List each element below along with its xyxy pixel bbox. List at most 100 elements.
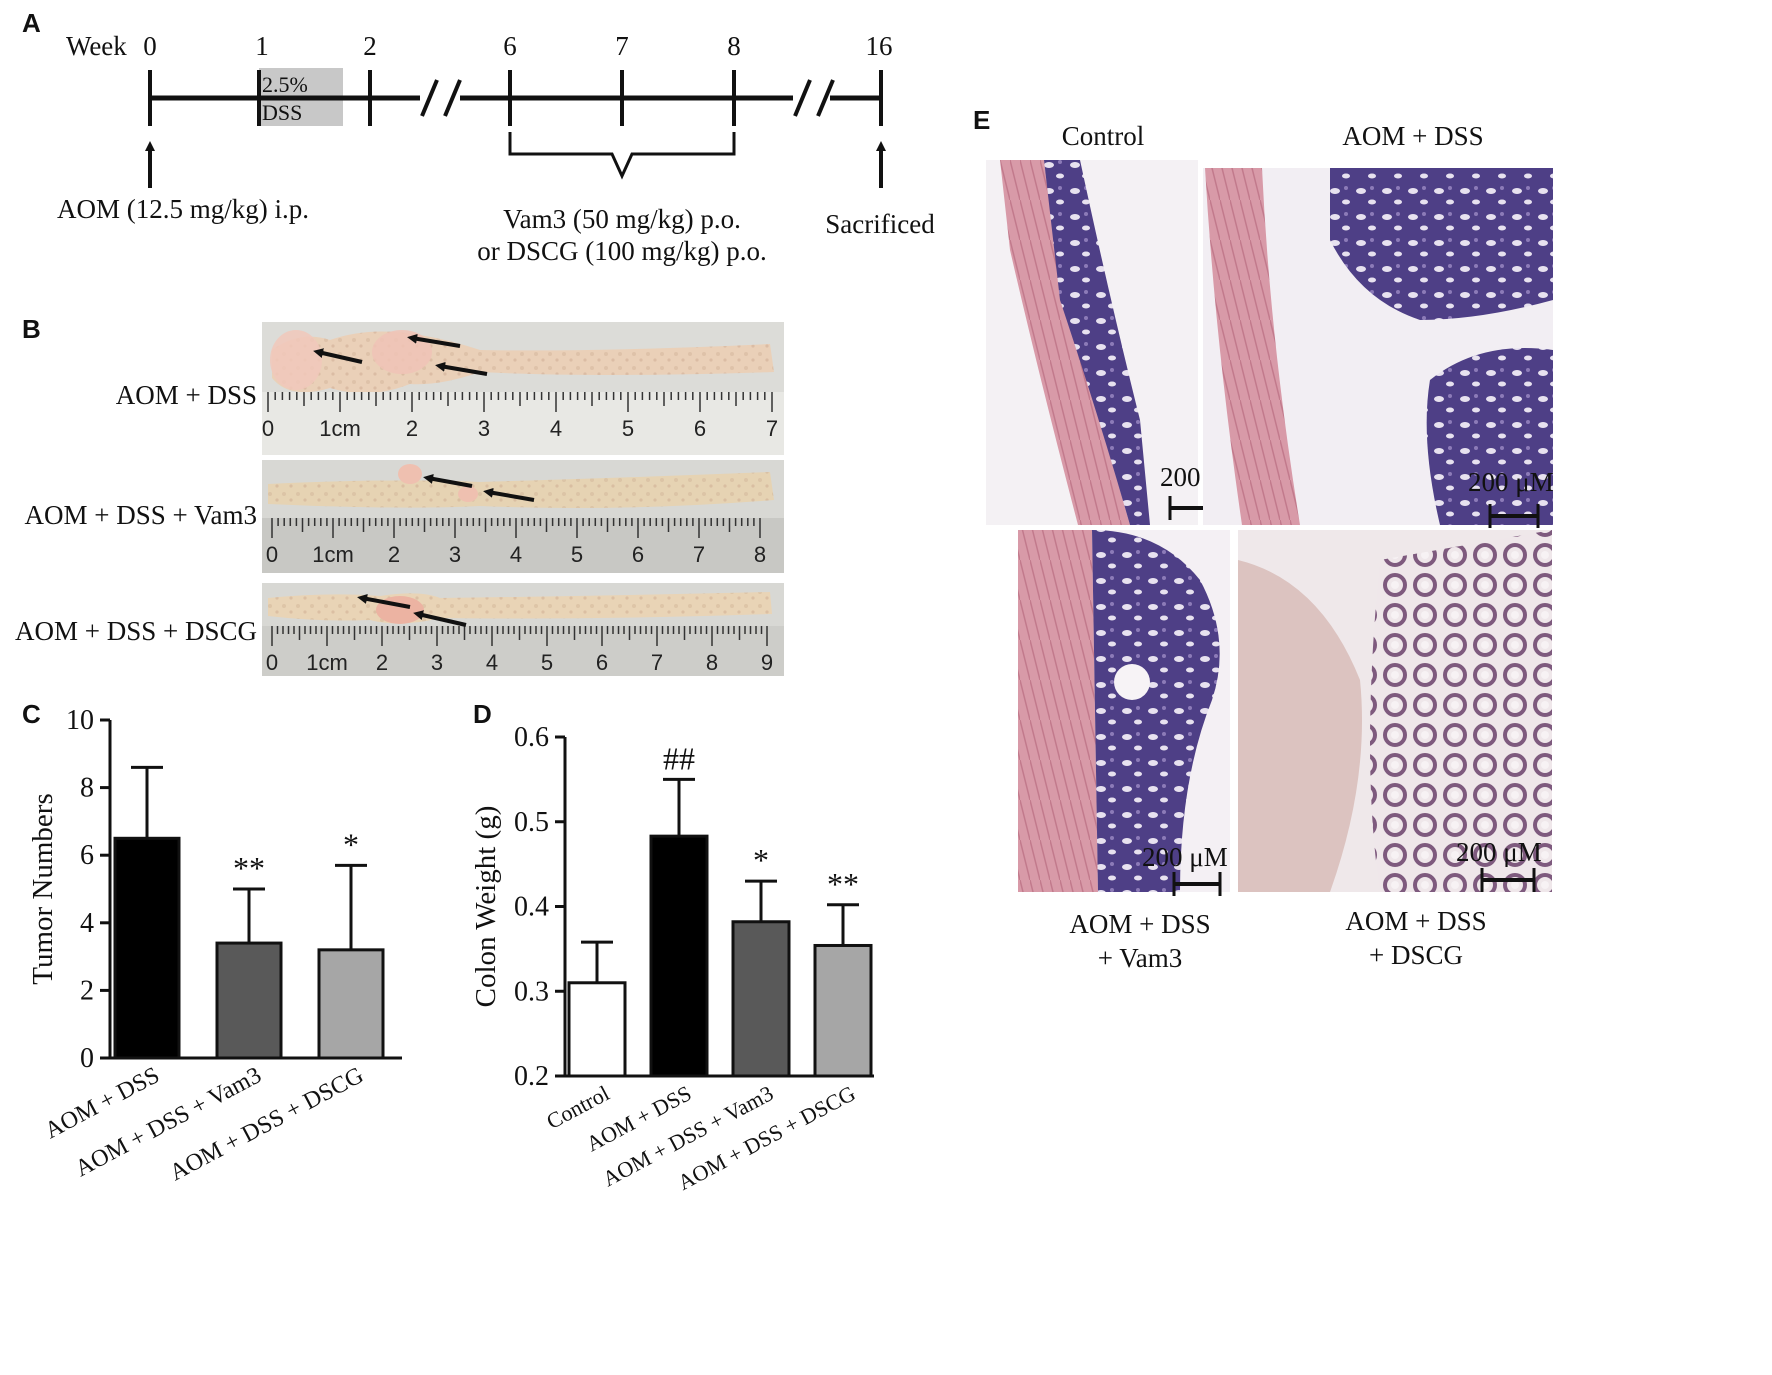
scale-bar-label: 200 μM bbox=[1468, 467, 1554, 497]
panel-e: E Control AOM + DSS 200 μM 200 μM bbox=[973, 105, 1554, 973]
panel-d-letter: D bbox=[473, 699, 492, 729]
mucosa-layer bbox=[1092, 530, 1220, 892]
week-label: 6 bbox=[503, 31, 517, 61]
muscle-layer bbox=[1238, 560, 1362, 892]
significance-mark: ** bbox=[233, 850, 265, 886]
ruler-label: 6 bbox=[632, 542, 644, 567]
micrograph-aom-dss-vam3: 200 μM bbox=[1018, 530, 1230, 896]
micrograph-control: 200 μM bbox=[986, 160, 1246, 525]
histology-title-aom-dss: AOM + DSS bbox=[1342, 121, 1483, 151]
ruler-label: 4 bbox=[510, 542, 522, 567]
ruler-label: 8 bbox=[706, 650, 718, 675]
week-label: 0 bbox=[143, 31, 157, 61]
bar bbox=[113, 836, 181, 1060]
panel-b-letter: B bbox=[22, 314, 41, 344]
tumor-nodule bbox=[458, 486, 478, 502]
lumen bbox=[1114, 664, 1150, 700]
tumor-arrow bbox=[435, 361, 488, 376]
ruler-label: 3 bbox=[431, 650, 443, 675]
micrograph-aom-dss-dscg: 200 μM bbox=[1238, 530, 1552, 892]
tumor-mass bbox=[1330, 168, 1553, 320]
tumor-nodule bbox=[270, 330, 322, 390]
week-label: 7 bbox=[615, 31, 629, 61]
tumor-arrow bbox=[483, 487, 535, 502]
category-label: AOM + DSS + DSCG bbox=[166, 1062, 368, 1186]
ruler-label: 2 bbox=[406, 416, 418, 441]
bar bbox=[813, 943, 873, 1078]
micrograph-aom-dss: 200 μM bbox=[1203, 168, 1554, 528]
mucosa-layer bbox=[1044, 160, 1150, 525]
dss-box-line1: 2.5% bbox=[262, 72, 308, 97]
significance-mark: * bbox=[343, 826, 359, 862]
muscle-layer bbox=[1000, 160, 1130, 525]
tumor-nodule bbox=[398, 464, 422, 484]
histology-title-dscg-line2: + DSCG bbox=[1369, 940, 1463, 970]
tumor-mass bbox=[1426, 348, 1553, 525]
tumor-arrow bbox=[423, 473, 473, 488]
axis-break-marks bbox=[420, 79, 835, 117]
significance-mark: ## bbox=[663, 740, 695, 776]
tumor-arrow bbox=[313, 348, 363, 364]
ruler-label: 5 bbox=[571, 542, 583, 567]
ruler-label: 9 bbox=[761, 650, 773, 675]
week-label: 16 bbox=[866, 31, 893, 61]
histology-title-vam3-line2: + Vam3 bbox=[1098, 943, 1182, 973]
scale-bar-label: 200 μM bbox=[1456, 837, 1542, 867]
ruler-label: 7 bbox=[651, 650, 663, 675]
ruler bbox=[262, 518, 784, 573]
ruler-label: 3 bbox=[478, 416, 490, 441]
y-tick-label: 0.3 bbox=[514, 976, 549, 1007]
ruler-label: 3 bbox=[449, 542, 461, 567]
y-tick-label: 6 bbox=[80, 840, 94, 871]
dss-box-line2: DSS bbox=[262, 100, 302, 125]
tumor-arrow bbox=[407, 333, 461, 348]
y-tick-label: 8 bbox=[80, 773, 94, 804]
histology-title-control: Control bbox=[1062, 121, 1145, 151]
histology-title-dscg-line1: AOM + DSS bbox=[1345, 906, 1486, 936]
tumor-arrow bbox=[413, 610, 467, 627]
week-axis-label: Week bbox=[66, 31, 127, 61]
y-tick-label: 0.4 bbox=[514, 892, 549, 923]
ruler-label: 7 bbox=[766, 416, 778, 441]
y-tick-label: 0.6 bbox=[514, 722, 549, 753]
y-tick-label: 2 bbox=[80, 975, 94, 1006]
dscg-dose-label: or DSCG (100 mg/kg) p.o. bbox=[477, 236, 767, 266]
aom-dose-label: AOM (12.5 mg/kg) i.p. bbox=[57, 194, 309, 224]
ruler-label: 5 bbox=[622, 416, 634, 441]
significance-mark: * bbox=[753, 842, 769, 878]
row-label-aom-dss-vam3: AOM + DSS + Vam3 bbox=[25, 500, 258, 530]
week-ticks bbox=[148, 70, 883, 126]
y-tick-label: 0.2 bbox=[514, 1061, 549, 1092]
y-tick-label: 10 bbox=[66, 705, 94, 736]
ruler-label: 1cm bbox=[319, 416, 361, 441]
ruler bbox=[262, 392, 784, 455]
scale-bar-label: 200 μM bbox=[1142, 842, 1228, 872]
ruler-label: 0 bbox=[262, 416, 274, 441]
y-axis-label: Colon Weight (g) bbox=[470, 806, 502, 1008]
ruler-label: 6 bbox=[694, 416, 706, 441]
y-tick-label: 0.5 bbox=[514, 807, 549, 838]
colon-texture bbox=[268, 472, 774, 508]
ruler-label: 1cm bbox=[312, 542, 354, 567]
panel-c-letter: C bbox=[22, 699, 41, 729]
ruler-label: 4 bbox=[486, 650, 498, 675]
vam3-dose-label: Vam3 (50 mg/kg) p.o. bbox=[503, 204, 741, 234]
y-axis-label: Tumor Numbers bbox=[27, 793, 59, 984]
week-label: 2 bbox=[363, 31, 377, 61]
histology-title-vam3-line1: AOM + DSS bbox=[1069, 909, 1210, 939]
ruler-label: 6 bbox=[596, 650, 608, 675]
bar bbox=[731, 920, 791, 1078]
crypt-layer bbox=[1370, 530, 1552, 892]
ruler-label: 0 bbox=[266, 650, 278, 675]
row-label-aom-dss: AOM + DSS bbox=[116, 380, 257, 410]
treatment-bracket bbox=[508, 132, 736, 180]
